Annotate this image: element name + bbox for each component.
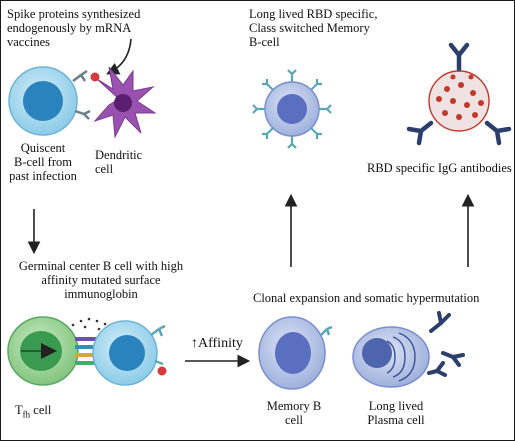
- igg-antibody-icon: [406, 42, 512, 146]
- clonal-caption: Clonal expansion and somatic hypermutati…: [253, 291, 480, 305]
- quiescent-caption: Quiscent B-cell from past infection: [9, 141, 77, 183]
- affinity-caption: ↑Affinity: [191, 336, 243, 351]
- tfh-cell: [7, 316, 79, 386]
- receptor-icon: [252, 69, 332, 149]
- b-cell-receptor-icon: [72, 69, 91, 120]
- memory-long-caption: Long lived RBD specific, Class switched …: [249, 7, 378, 49]
- memory-b-cell: [258, 316, 333, 390]
- tfh-suffix: cell: [30, 403, 52, 417]
- plasma-cell: [352, 326, 430, 388]
- antigen-icon: [157, 366, 167, 376]
- germinal-b-cell: [92, 320, 167, 386]
- dendritic-caption: Dendritic cell: [95, 148, 143, 176]
- spike-protein-icon: [90, 72, 100, 82]
- quiescent-b-cell: [8, 66, 91, 136]
- virus-with-antibodies: [406, 42, 512, 146]
- spike-caption: Spike proteins synthesized endogenously …: [7, 7, 141, 49]
- plasma-caption: Long lived Plasma cell: [367, 399, 425, 427]
- tfh-caption: Tfh cell: [15, 403, 95, 422]
- cytokine-dots: [71, 317, 107, 331]
- secreted-antibody-icon: [427, 311, 465, 377]
- tfh-sub: fh: [22, 409, 31, 420]
- germinal-caption: Germinal center B cell with high affinit…: [18, 259, 184, 301]
- tfh-main: T: [15, 403, 23, 417]
- igg-caption: RBD specific IgG antibodies: [367, 161, 512, 175]
- memory-b-caption: Memory B cell: [266, 399, 322, 427]
- long-lived-memory-cell: [252, 69, 332, 149]
- dendritic-cell: [90, 66, 157, 139]
